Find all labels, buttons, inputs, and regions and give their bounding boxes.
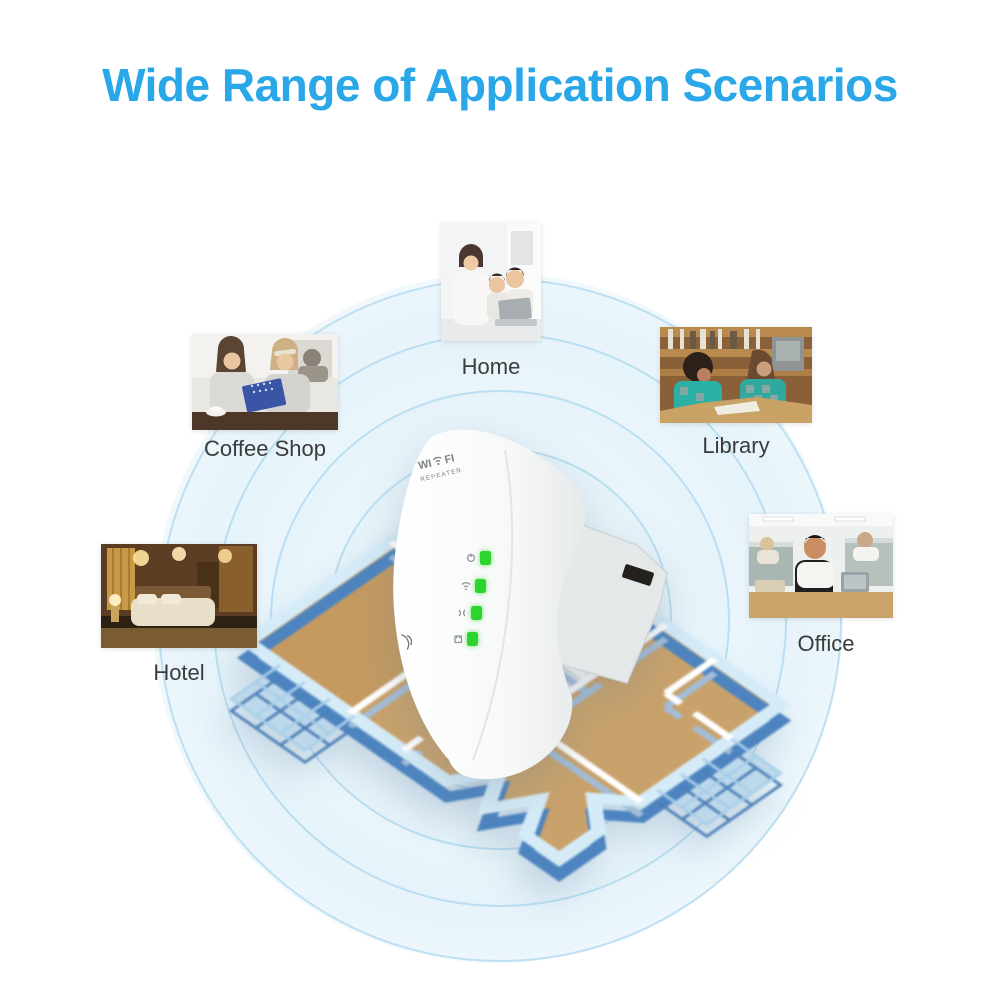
- plug-socket-slot: [622, 564, 654, 586]
- photo-hotel: [101, 544, 257, 648]
- photo-coffee-shop: [192, 334, 338, 430]
- page-title: Wide Range of Application Scenarios: [102, 59, 898, 111]
- repeater-body: [393, 429, 585, 780]
- label-office: Office: [797, 631, 855, 656]
- lan-icon: [454, 635, 463, 644]
- wifi-logo-icon: [432, 456, 442, 466]
- led-lan: [467, 632, 478, 646]
- photo-home: [441, 223, 541, 341]
- led-wifi: [475, 579, 486, 593]
- body-seam: [472, 449, 514, 761]
- led-indicators: [454, 551, 491, 646]
- led-repeater: [471, 606, 482, 620]
- label-hotel: Hotel: [153, 660, 205, 685]
- brand-fi: FI: [443, 452, 455, 466]
- label-library: Library: [702, 433, 770, 458]
- led-power: [480, 551, 491, 565]
- repeater-icon: [458, 609, 466, 617]
- brand-wi: WI: [417, 458, 433, 473]
- photo-library: [660, 327, 812, 423]
- wifi-icon: [461, 582, 471, 591]
- label-coffee-shop: Coffee Shop: [204, 436, 326, 461]
- wps-mark: [401, 634, 413, 650]
- wifi-repeater-device: WI FI REPEATER: [393, 429, 668, 780]
- label-home: Home: [461, 354, 521, 379]
- photo-office: [749, 514, 893, 618]
- power-icon: [466, 553, 476, 563]
